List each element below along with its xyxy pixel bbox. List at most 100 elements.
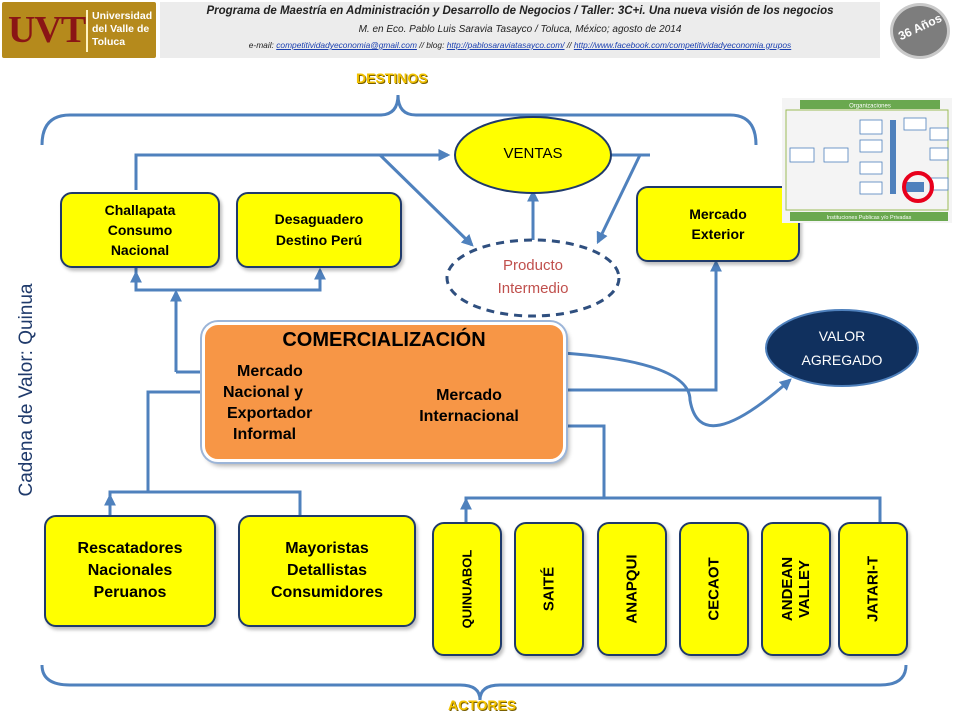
thumb-node-9 — [929, 147, 949, 161]
mayoristas-line-1: Mayoristas — [285, 540, 369, 557]
line-to-mercado-exterior — [540, 259, 722, 392]
line-actors-right — [464, 496, 882, 522]
actor-jatari-label: JATARI-T — [864, 555, 882, 623]
line-destinos-bottom — [134, 267, 326, 292]
challapata-line-1: Challapata — [104, 202, 176, 218]
actor-quinuabol-box: QUINUABOL — [432, 522, 502, 656]
ventas-label: VENTAS — [503, 145, 563, 162]
actor-anapqui-box: ANAPQUI — [597, 522, 667, 656]
thumb-footer: Instituciones Publicas y/o Privadas — [827, 215, 912, 221]
mercado-exterior-line-1: Mercado — [689, 206, 747, 222]
rescatadores-line-2: Nacionales — [87, 562, 173, 579]
header-title: Programa de Maestría en Administración y… — [206, 5, 834, 17]
challapata-line-2: Consumo — [107, 222, 173, 238]
line-to-producto-left — [378, 153, 474, 247]
producto-line-2: Intermedio — [497, 280, 569, 297]
facebook-link[interactable]: http://www.facebook.com/competitividadye… — [573, 40, 792, 50]
mercado-nacional-text: Mercado Nacional y Exportador Informal — [223, 361, 335, 445]
actor-quinuabol-label: QUINUABOL — [459, 549, 475, 629]
line-destinos-bottom-left — [130, 270, 200, 292]
actor-anapqui-label: ANAPQUI — [623, 554, 641, 624]
logo-divider — [86, 10, 88, 52]
thumb-node-5 — [859, 161, 883, 175]
thumb-title: Organizaciones — [849, 104, 891, 110]
thumb-node-8 — [929, 127, 949, 141]
desaguadero-line-1: Desaguadero — [274, 211, 364, 227]
mayoristas-box: Mayoristas Detallistas Consumidores — [238, 515, 416, 627]
actor-andean-valley-label: ANDEAN VALLEY — [779, 557, 813, 621]
email-link[interactable]: competitividadyeconomia@gmail.com — [276, 40, 417, 50]
organizations-thumbnail: Organizaciones Instituciones Publicas y/… — [782, 98, 952, 223]
actor-andean-valley-box: ANDEAN VALLEY — [761, 522, 831, 656]
thumb-node-6 — [859, 181, 883, 195]
mayoristas-line-3: Consumidores — [270, 584, 383, 601]
thumb-node-4 — [859, 139, 883, 153]
andean-line-1: ANDEAN — [779, 556, 796, 622]
line-to-producto-right — [596, 154, 642, 245]
thumb-node-11 — [904, 182, 924, 192]
line-actors-left — [108, 490, 302, 515]
mercado-exterior-line-2: Exterior — [691, 226, 745, 242]
actor-jatari-box: JATARI-T — [838, 522, 908, 656]
comercial-left-line-3: Exportador — [227, 405, 313, 422]
thumb-node-7 — [903, 117, 927, 131]
mercado-exterior-box: Mercado Exterior — [636, 186, 800, 262]
actores-brace — [40, 664, 908, 701]
thumb-footer-bar — [790, 212, 948, 221]
thumb-bar — [890, 120, 896, 194]
email-label: e-mail: — [248, 40, 274, 50]
comercializacion-title: COMERCIALIZACIÓN — [282, 329, 486, 351]
producto-label: Producto Intermedio — [463, 254, 603, 300]
desaguadero-box: Desaguadero Destino Perú — [236, 192, 402, 268]
comercial-left-line-4: Informal — [233, 426, 297, 443]
actor-cecaot-box: CECAOT — [679, 522, 749, 656]
anniversary-badge: 36 Años — [890, 3, 950, 59]
producto-line-1: Producto — [502, 257, 564, 274]
line-actors-left-up — [146, 386, 223, 492]
valor-line-1: VALOR — [818, 328, 866, 344]
logo-university-name: Universidad del Valle de Toluca — [92, 10, 153, 48]
valor-label: VALOR AGREGADO — [772, 324, 912, 372]
thumb-node-2 — [823, 147, 849, 163]
rescatadores-line-3: Peruanos — [93, 584, 167, 601]
actor-cecaot-label: CECAOT — [705, 557, 723, 621]
comercial-left-line-2: Nacional y — [223, 384, 304, 401]
actores-label: ACTORES — [448, 697, 517, 713]
header-subtitle: M. en Eco. Pablo Luis Saravia Tasayco / … — [358, 24, 682, 35]
comercial-right-line-1: Mercado — [436, 387, 502, 404]
comercial-left-line-1: Mercado — [237, 363, 303, 380]
header-links: e-mail: competitividadyeconomia@gmail.co… — [160, 40, 880, 50]
challapata-line-3: Nacional — [110, 242, 170, 258]
desaguadero-line-2: Destino Perú — [275, 232, 363, 248]
blog-label: // blog: — [419, 40, 445, 50]
rescatadores-box: Rescatadores Nacionales Peruanos — [44, 515, 216, 627]
value-chain-side-label: Cadena de Valor: Quinua — [16, 283, 37, 497]
header-band — [160, 2, 880, 58]
facebook-separator: // — [566, 40, 572, 50]
line-actors-right-up — [545, 420, 606, 498]
rescatadores-line-1: Rescatadores — [77, 540, 183, 557]
mayoristas-line-2: Detallistas — [286, 562, 368, 579]
thumbnail-graphic: Organizaciones Instituciones Publicas y/… — [785, 100, 949, 221]
destinos-label: DESTINOS — [356, 70, 428, 86]
actor-saite-box: SAITÉ — [514, 522, 584, 656]
valor-line-2: AGREGADO — [801, 352, 883, 368]
comercializacion-box: COMERCIALIZACIÓN Mercado Nacional y Expo… — [202, 322, 566, 462]
valor-ellipse — [765, 309, 919, 387]
comercial-right-line-2: Internacional — [419, 408, 519, 425]
header-banner: UVT Universidad del Valle de Toluca Prog… — [0, 0, 960, 64]
curve-to-valor — [547, 350, 792, 428]
producto-ellipse — [445, 238, 621, 318]
andean-line-2: VALLEY — [796, 559, 813, 619]
uvt-logo: UVT Universidad del Valle de Toluca — [2, 2, 156, 58]
red-highlight-circle — [902, 171, 934, 203]
logo-mark: UVT — [8, 9, 86, 51]
ventas-ellipse — [454, 116, 612, 194]
destinos-brace — [40, 94, 758, 146]
actor-saite-label: SAITÉ — [540, 566, 558, 612]
challapata-box: Challapata Consumo Nacional — [60, 192, 220, 268]
line-challapata-up — [134, 149, 451, 190]
thumb-title-bar — [800, 100, 940, 109]
blog-link[interactable]: http://pablosaraviatasayco.com/ — [446, 40, 565, 50]
